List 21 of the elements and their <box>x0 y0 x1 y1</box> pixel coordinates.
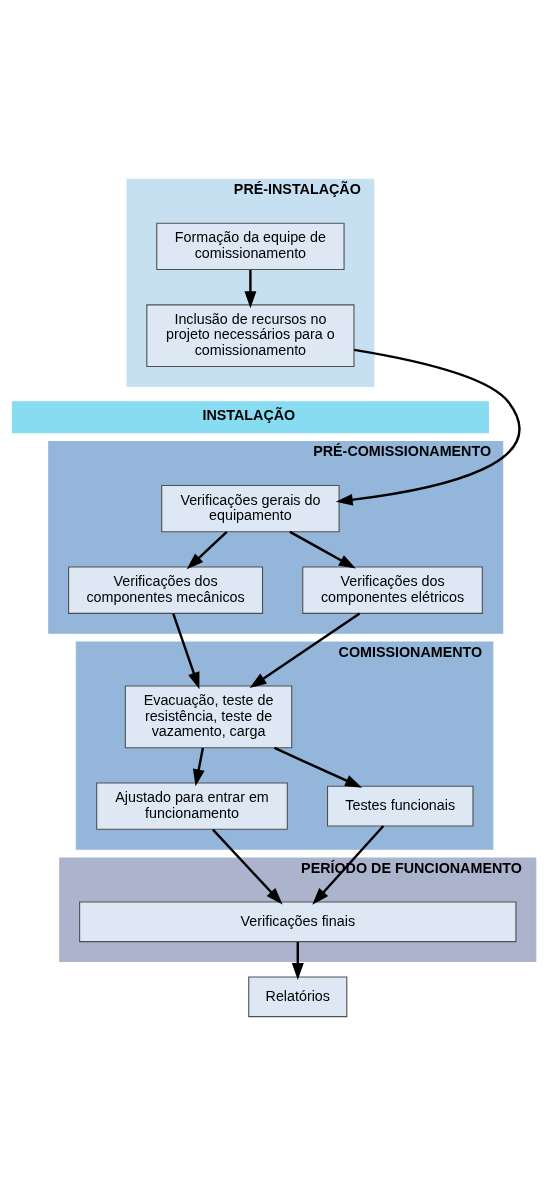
node-box: Verificações dos componentes mecânicos <box>68 566 264 614</box>
node-box: Inclusão de recursos no projeto necessários para o comissionamento <box>146 304 355 368</box>
node-box: Verificações gerais do equipamento <box>161 484 340 533</box>
node-box: Verificações dos componentes elétricos <box>302 566 483 614</box>
node-box: INSTALAÇÃO <box>11 401 489 434</box>
arrow <box>291 942 304 981</box>
arrow <box>274 746 363 788</box>
node-box: Testes funcionais <box>326 785 474 827</box>
arrow <box>289 530 356 569</box>
arrow <box>192 747 205 787</box>
node-box: Relatórios <box>248 976 348 1018</box>
arrow <box>172 613 200 690</box>
node-box: Evacuação, teste de resistência, teste de vazamento, carga <box>124 685 293 749</box>
arrow <box>186 531 228 570</box>
node-box: Formação da equipe de comissionamento <box>156 222 345 271</box>
arrow <box>335 348 521 506</box>
node-box: Verificações finais <box>79 901 517 943</box>
arrow <box>249 612 361 689</box>
arrow <box>244 269 257 309</box>
node-box: Ajustado para entrar em funcionamento <box>96 782 288 830</box>
arrow <box>212 828 283 905</box>
